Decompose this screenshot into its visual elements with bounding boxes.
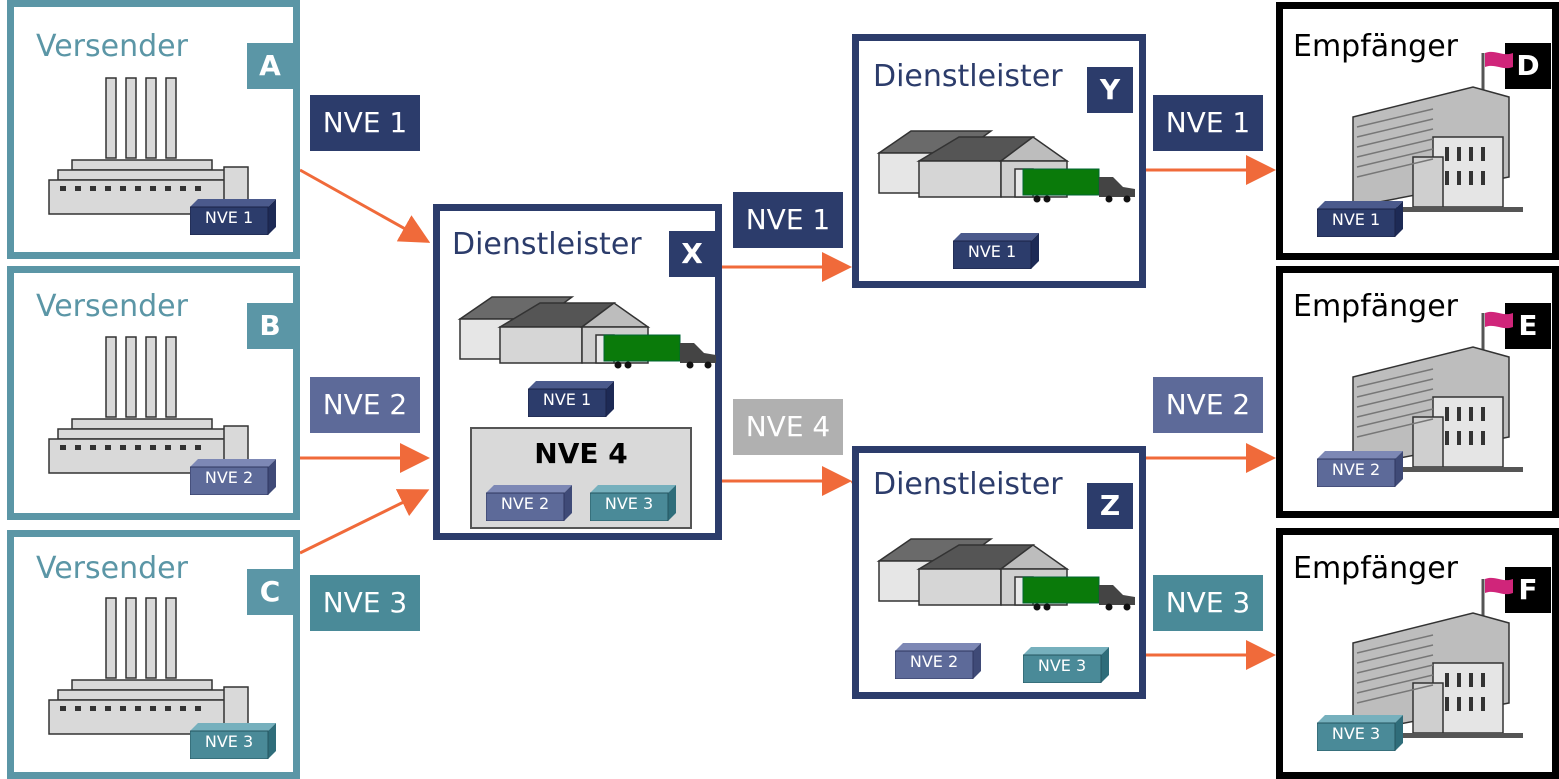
sender-letter-badge: A (247, 43, 293, 89)
tag-z-to-f: NVE 3 (1153, 575, 1263, 631)
provider-letter-badge: Z (1087, 483, 1133, 529)
package-label: NVE 3 (204, 732, 254, 751)
provider-y: Dienstleister Y NVE 1 (852, 34, 1146, 288)
provider-z: Dienstleister Z NVE 2 NVE 3 (852, 446, 1146, 699)
sender-title: Versender (36, 289, 188, 324)
factory-icon (48, 597, 249, 735)
factory-icon (48, 336, 249, 474)
nve4-container: NVE 4 NVE 2 NVE 3 (470, 427, 692, 529)
office-building-flag-icon (1352, 311, 1523, 472)
package-label: NVE 3 (1331, 724, 1381, 743)
package-icon: NVE 2 (190, 459, 276, 495)
provider-title: Dienstleister (873, 467, 1063, 502)
warehouse-truck-icon (876, 538, 1135, 611)
receiver-title: Empfänger (1293, 551, 1459, 586)
tag-x-to-y: NVE 1 (733, 192, 843, 248)
arrow-c-to-x (299, 489, 430, 555)
receiver-e: Empfänger E NVE 2 (1276, 266, 1559, 518)
sender-letter-badge: C (247, 569, 293, 615)
tag-a-to-x: NVE 1 (310, 95, 420, 151)
package-icon: NVE 1 (528, 381, 614, 417)
package-label: NVE 3 (1037, 656, 1087, 675)
tag-b-to-x: NVE 2 (310, 377, 420, 433)
tag-y-to-d: NVE 1 (1153, 95, 1263, 151)
provider-letter-badge: Y (1087, 67, 1133, 113)
package-label: NVE 2 (500, 494, 550, 513)
receiver-d: Empfänger D NVE 1 (1276, 2, 1559, 260)
receiver-title: Empfänger (1293, 289, 1459, 324)
sender-a: Versender A NVE 1 (7, 0, 300, 259)
factory-icon (48, 77, 249, 215)
package-icon: NVE 1 (1317, 201, 1403, 237)
tag-z-to-e: NVE 2 (1153, 377, 1263, 433)
tag-x-to-z: NVE 4 (733, 399, 843, 455)
provider-title: Dienstleister (873, 59, 1063, 94)
provider-x: Dienstleister X NVE 1 NVE 4 NVE 2 NVE 3 (433, 204, 722, 540)
package-icon: NVE 2 (486, 485, 572, 521)
sender-title: Versender (36, 29, 188, 64)
receiver-letter-badge: F (1505, 567, 1551, 613)
warehouse-truck-icon (876, 130, 1135, 203)
receiver-f: Empfänger F NVE 3 (1276, 528, 1559, 779)
package-icon: NVE 3 (1317, 715, 1403, 751)
provider-letter-badge: X (669, 231, 715, 277)
package-label: NVE 1 (204, 208, 254, 227)
provider-title: Dienstleister (452, 227, 642, 262)
sender-title: Versender (36, 551, 188, 586)
package-label: NVE 1 (1331, 210, 1381, 229)
package-label: NVE 1 (542, 390, 592, 409)
package-icon: NVE 3 (190, 723, 276, 759)
sender-letter-badge: B (247, 303, 293, 349)
package-label: NVE 2 (1331, 460, 1381, 479)
office-building-flag-icon (1352, 577, 1523, 738)
arrow-a-to-x (299, 168, 431, 243)
office-building-flag-icon (1352, 51, 1523, 212)
receiver-title: Empfänger (1293, 29, 1459, 64)
package-icon: NVE 1 (190, 199, 276, 235)
package-icon: NVE 3 (590, 485, 676, 521)
nve4-title: NVE 4 (534, 437, 628, 470)
package-label: NVE 2 (204, 468, 254, 487)
package-icon: NVE 1 (953, 233, 1039, 269)
package-icon: NVE 2 (895, 643, 981, 679)
warehouse-truck-icon (457, 296, 716, 369)
sender-b: Versender B NVE 2 (7, 266, 300, 520)
package-icon: NVE 2 (1317, 451, 1403, 487)
package-icon: NVE 3 (1023, 647, 1109, 683)
sender-c: Versender C NVE 3 (7, 530, 300, 779)
package-label: NVE 3 (604, 494, 654, 513)
package-label: NVE 2 (909, 652, 959, 671)
package-label: NVE 1 (967, 242, 1017, 261)
tag-c-to-x: NVE 3 (310, 575, 420, 631)
